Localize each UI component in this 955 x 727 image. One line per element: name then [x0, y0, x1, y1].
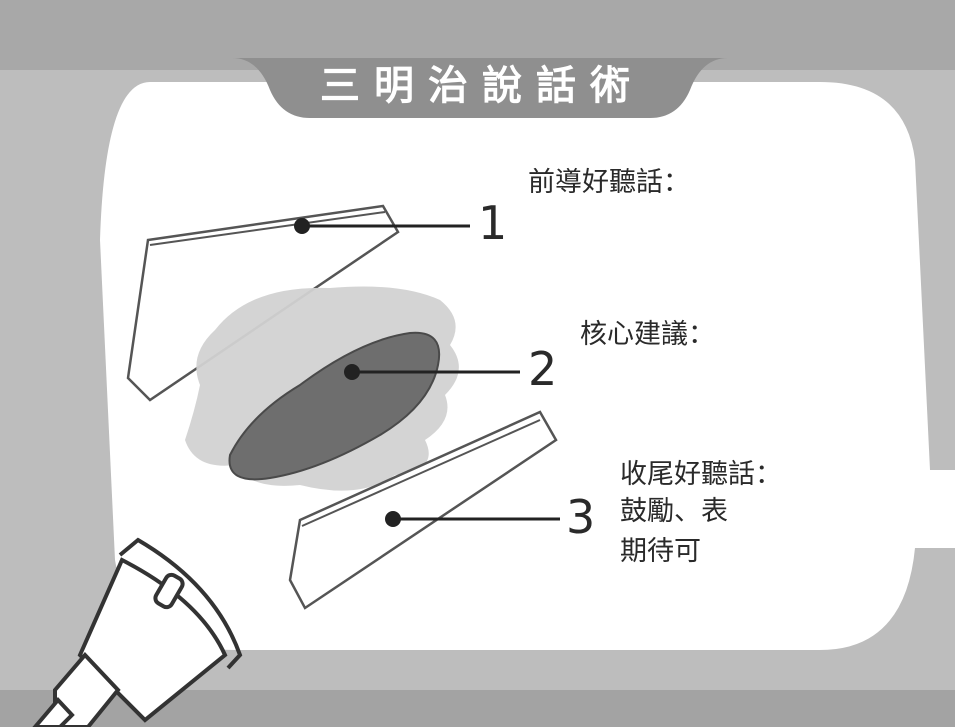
- label-3-line-2: 期待可: [620, 536, 701, 567]
- number-1: 1: [478, 196, 508, 250]
- bottom-bread: [288, 410, 558, 610]
- label-3-line-1: 鼓勵、表: [620, 496, 728, 527]
- filling: [228, 331, 441, 481]
- label-3-detail: 鼓勵、表 期待可: [618, 495, 752, 575]
- number-3: 3: [566, 490, 596, 544]
- number-2: 2: [528, 342, 558, 396]
- label-2: 核心建議：: [580, 319, 715, 350]
- label-3: 收尾好聽話：: [620, 459, 782, 490]
- page-title: 三明治說話術: [320, 63, 644, 109]
- top-bread-crust: [149, 211, 386, 246]
- label-1: 前導好聽話：: [528, 167, 690, 198]
- megaphone-icon: [32, 537, 243, 727]
- bottom-bread-crust: [301, 419, 541, 527]
- title-banner: [232, 58, 728, 118]
